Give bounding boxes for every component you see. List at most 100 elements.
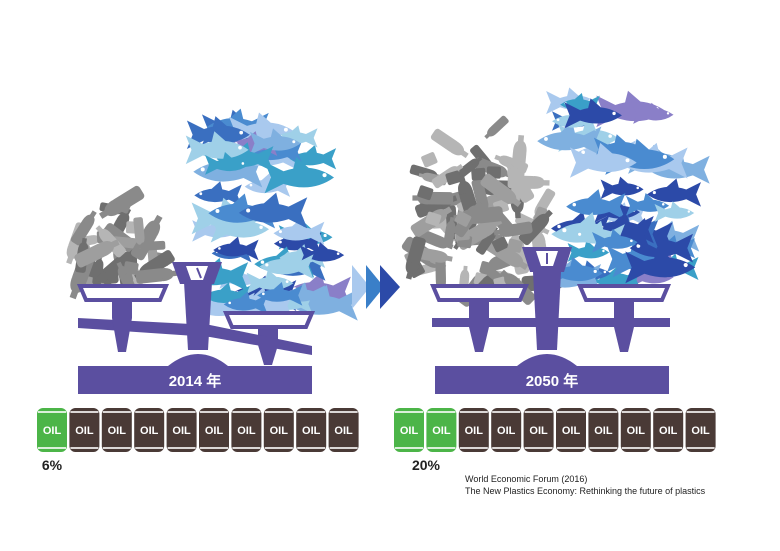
fish	[625, 246, 696, 284]
oil-barrel: OIL	[620, 408, 651, 452]
plastic-container	[115, 198, 132, 214]
panel-2014: 2014 年 OIL OIL OIL OIL OIL OIL OIL OIL OIL OIL 6%	[37, 108, 359, 473]
plastic-bottle	[504, 160, 535, 203]
plastic-bottle	[135, 268, 179, 284]
barrel-row-2014: OIL OIL OIL OIL OIL OIL OIL OIL OIL OIL	[37, 408, 359, 452]
source-line-2: The New Plastics Economy: Rethinking the…	[465, 486, 706, 496]
barrel-label: OIL	[43, 425, 62, 437]
barrel-label: OIL	[627, 425, 646, 437]
oil-barrel: OIL	[653, 408, 684, 452]
oil-barrel: OIL	[328, 408, 359, 452]
year-banner-2050: 2050 年	[435, 366, 669, 394]
oil-barrel: OIL	[166, 408, 197, 452]
fish	[205, 151, 249, 175]
year-label-2014: 2014 年	[169, 372, 222, 390]
plastic-bottle	[133, 217, 145, 249]
barrel-label: OIL	[659, 425, 678, 437]
fish	[547, 256, 603, 286]
plastic-pile-right	[401, 115, 572, 307]
fish	[249, 128, 301, 155]
plastic-bottle	[443, 217, 456, 248]
plastic-bottle	[480, 173, 522, 208]
percent-label-2014: 6%	[42, 457, 63, 473]
fish	[569, 142, 637, 178]
plastic-bottle	[456, 156, 483, 179]
plastic-bottle	[494, 154, 529, 174]
barrel-label: OIL	[172, 425, 191, 437]
fish	[185, 131, 249, 165]
plastic-bottle	[405, 236, 426, 280]
plastic-container	[417, 185, 434, 201]
oil-barrel: OIL	[231, 408, 262, 452]
plastic-bottle	[74, 239, 120, 268]
barrel-label: OIL	[529, 425, 548, 437]
year-banner-2014: 2014 年	[78, 366, 312, 394]
fish-school-left	[185, 108, 358, 322]
oil-barrel: OIL	[556, 408, 586, 452]
fish	[194, 181, 242, 207]
barrel-label: OIL	[270, 425, 289, 437]
barrel-row-2050: OIL OIL OIL OIL OIL OIL OIL OIL OIL OIL	[394, 408, 716, 452]
plastic-bottle	[70, 210, 97, 246]
barrel-label: OIL	[497, 425, 516, 437]
year-banner-bg	[78, 366, 312, 394]
fish	[259, 250, 314, 279]
oil-barrel-plastic: OIL	[37, 408, 67, 452]
plastic-bottle	[136, 240, 166, 251]
year-label-2050: 2050 年	[526, 372, 579, 390]
arrow-chevron-dark	[380, 265, 400, 309]
barrel-label: OIL	[205, 425, 224, 437]
oil-barrel: OIL	[69, 408, 100, 452]
fish	[600, 176, 644, 200]
percent-label-2050: 20%	[412, 457, 441, 473]
oil-barrel-plastic: OIL	[394, 408, 424, 452]
oil-barrel: OIL	[296, 408, 327, 452]
plastic-container	[425, 211, 442, 227]
barrel-label: OIL	[237, 425, 256, 437]
oil-barrel-plastic: OIL	[426, 408, 457, 452]
oil-barrel: OIL	[101, 408, 132, 452]
fish	[213, 236, 259, 261]
oil-barrel: OIL	[685, 408, 716, 452]
fish	[257, 282, 303, 306]
plastic-container	[421, 152, 438, 168]
arrow-chevron-light	[352, 265, 370, 309]
barrel-label: OIL	[140, 425, 159, 437]
source-citation: World Economic Forum (2016) The New Plas…	[465, 474, 706, 496]
plastic-container	[123, 261, 139, 275]
barrel-label: OIL	[432, 425, 451, 437]
year-banner-bg	[435, 366, 669, 394]
barrel-label: OIL	[562, 425, 581, 437]
fish	[646, 178, 701, 207]
fish	[566, 189, 626, 221]
oil-barrel: OIL	[263, 408, 294, 452]
barrel-label: OIL	[691, 425, 710, 437]
fish	[592, 228, 638, 253]
plastic-bottle	[484, 115, 509, 139]
plastic-container	[479, 261, 496, 276]
plastic-bottle	[430, 128, 469, 159]
arrow-chevron-mid	[366, 265, 384, 309]
barrel-label: OIL	[334, 425, 353, 437]
oil-barrel: OIL	[588, 408, 619, 452]
barrel-label: OIL	[400, 425, 419, 437]
fish	[186, 116, 250, 150]
fish	[633, 102, 674, 124]
fish	[299, 242, 345, 266]
plastic-container	[491, 236, 509, 253]
source-line-1: World Economic Forum (2016)	[465, 474, 587, 484]
plastic-bottle	[493, 221, 533, 237]
fish	[564, 98, 622, 129]
oil-barrel: OIL	[134, 408, 165, 452]
fish	[264, 156, 335, 194]
fish	[605, 138, 675, 175]
barrel-label: OIL	[465, 425, 484, 437]
balance-scale-left	[76, 262, 316, 366]
balance-scale-right	[429, 247, 672, 366]
oil-barrel: OIL	[523, 408, 554, 452]
fish	[238, 192, 308, 229]
barrel-label: OIL	[108, 425, 127, 437]
fish-school-right	[537, 87, 710, 294]
panel-2050: 2050 年 OIL OIL OIL OIL OIL OIL OIL OIL OIL OIL 20…	[394, 87, 716, 473]
barrel-label: OIL	[594, 425, 613, 437]
